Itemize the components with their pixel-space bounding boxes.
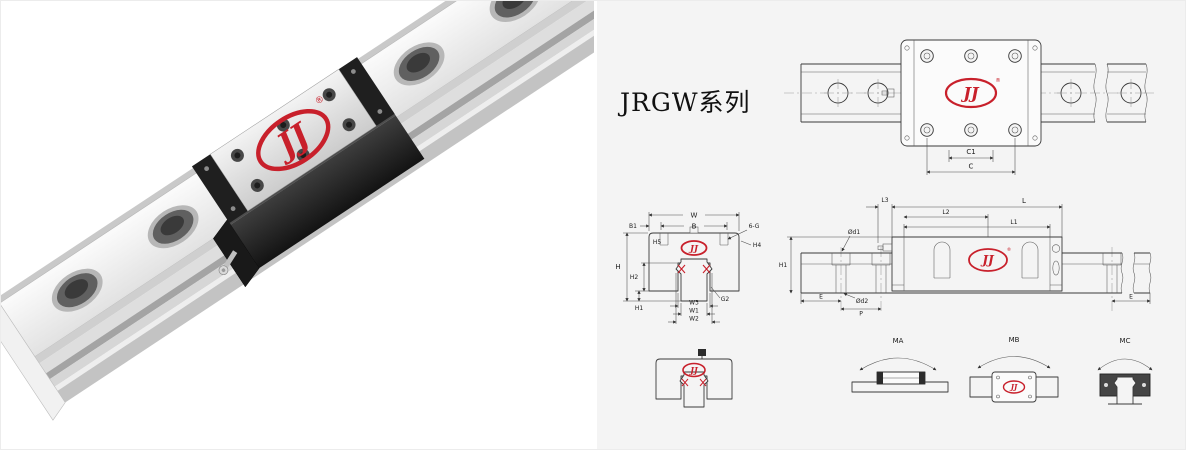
jj-logo-side-view: JJ ®	[968, 246, 1012, 272]
dim-label-h4: H4	[753, 242, 762, 249]
break-line	[1144, 63, 1148, 123]
moment-figure-mb: MB JJ	[969, 336, 1059, 403]
dim-label-6g: 6-G	[749, 223, 760, 230]
drawing-top-view: JJ ® C1 C	[784, 39, 1156, 175]
bolt-slot	[933, 241, 951, 279]
grease-fitting	[698, 349, 706, 356]
dim-label-h5: H5	[653, 239, 662, 246]
rail-hole-top	[824, 79, 852, 107]
dimension-c1-c: C1 C	[926, 138, 1016, 175]
carriage-end-cap-top-far	[338, 57, 395, 126]
dim-label-w3: W3	[689, 300, 699, 307]
jj-logo-text: JJ	[1009, 383, 1018, 392]
carriage-end-cap-top-near	[191, 154, 248, 224]
moment-arc-mc	[1097, 358, 1153, 371]
rail-mounting-hole	[147, 205, 199, 249]
grease-port	[689, 226, 699, 234]
dim-label-w: W	[691, 212, 698, 220]
end-cap-port	[1051, 244, 1061, 253]
dim-label-w1: W1	[689, 308, 699, 315]
end-cap-screw	[350, 69, 356, 74]
rail-hole-top	[1117, 79, 1145, 107]
carriage-top-view: JJ ®	[881, 39, 1042, 147]
dim-label-b1: B1	[629, 223, 637, 230]
ball-contact-lines	[681, 378, 707, 387]
moment-arc-ma	[859, 357, 937, 371]
carriage-section-outline	[655, 358, 733, 400]
dim-label-h1-side: H1	[779, 262, 788, 269]
registered-mark: ®	[1007, 246, 1012, 253]
drawing-side-view: JJ ® L3 L L2 L1 Ød1 Ød2 P E	[779, 197, 1152, 318]
break-line	[1132, 252, 1136, 294]
grease-nipple-tip-side	[877, 245, 884, 250]
dim-label-p: P	[859, 311, 863, 318]
dim-label-g2: G2	[721, 296, 730, 303]
product-photo-panel: JJ ®	[1, 1, 594, 421]
dim-label-od1: Ød1	[848, 229, 861, 236]
end-cap-screw	[230, 206, 236, 212]
rail-section-outline	[675, 258, 713, 302]
dim-label-h: H	[615, 263, 620, 271]
rail-hole-top	[864, 79, 892, 107]
dim-label-l1: L1	[1010, 219, 1017, 226]
jj-logo-text: JJ	[688, 244, 699, 254]
dim-label-l2: L2	[942, 209, 949, 216]
grease-nipple-tip	[881, 90, 888, 96]
drawing-cross-section: JJ W B B1 6-G H H1	[615, 212, 762, 324]
dim-label-e-left: E	[819, 294, 823, 301]
carriage-bolt-holes-top	[920, 49, 1022, 137]
moment-figure-ma: MA	[851, 337, 949, 393]
rail-hole-section	[871, 253, 891, 293]
ball-contact-lines	[677, 264, 711, 274]
break-line	[1105, 63, 1109, 123]
dim-label-h2: H2	[630, 274, 639, 281]
break-line	[1093, 63, 1097, 123]
carriage-side-view: JJ ®	[877, 236, 1063, 292]
end-cap-screw	[204, 166, 210, 172]
rail-mounting-hole	[393, 42, 445, 86]
moment-arc-mb	[977, 356, 1051, 369]
carriage-block: JJ ®	[191, 57, 425, 288]
break-line	[1120, 252, 1124, 294]
moment-figure-mc: MC	[1097, 337, 1153, 405]
jj-logo-cross-section: JJ	[680, 240, 708, 256]
dim-label-c1: C1	[966, 148, 975, 156]
dim-label-b: B	[692, 223, 697, 231]
dim-label-l: L	[1022, 197, 1026, 205]
jj-logo-moment-view: JJ	[1002, 380, 1026, 394]
moment-label-mb: MB	[1009, 336, 1020, 344]
dim-label-c: C	[969, 163, 974, 171]
dim-label-h1: H1	[635, 305, 644, 312]
break-line	[1148, 252, 1152, 294]
jj-logo-cross-section-2: JJ	[682, 362, 706, 378]
registered-mark: ®	[995, 77, 1001, 84]
series-title: JRGW系列	[617, 88, 751, 117]
carriage-front-face	[230, 115, 425, 269]
carriage-top-plate	[209, 68, 377, 212]
jj-logo-text: JJ	[980, 253, 995, 267]
rail-end-face-near	[1, 302, 66, 421]
rail-mounting-hole	[51, 268, 103, 312]
jj-logo-top-view: JJ ®	[944, 77, 1001, 109]
rail-hole-section	[1102, 253, 1122, 293]
dim-label-od2: Ød2	[856, 298, 869, 305]
technical-drawing-panel: JRGW系列	[597, 1, 1185, 449]
rail-hole-top	[1057, 79, 1085, 107]
end-cap-slot	[1052, 260, 1060, 276]
bolt-slot	[1021, 241, 1039, 279]
grease-nipple	[218, 250, 238, 276]
end-cap-screw	[377, 109, 383, 114]
linear-guide-assembly: JJ ®	[1, 1, 594, 421]
dim-label-w2: W2	[689, 316, 699, 323]
drawing-cross-section-2: JJ	[655, 349, 733, 408]
jj-logo-text: JJ	[960, 84, 980, 103]
jj-logo-text: JJ	[688, 365, 699, 375]
dim-label-e-right: E	[1129, 294, 1133, 301]
rail-hole-section	[831, 253, 851, 293]
dim-label-l3: L3	[881, 197, 888, 204]
moment-label-ma: MA	[893, 337, 904, 345]
rail-mounting-hole	[489, 1, 541, 23]
moment-label-mc: MC	[1120, 337, 1131, 345]
